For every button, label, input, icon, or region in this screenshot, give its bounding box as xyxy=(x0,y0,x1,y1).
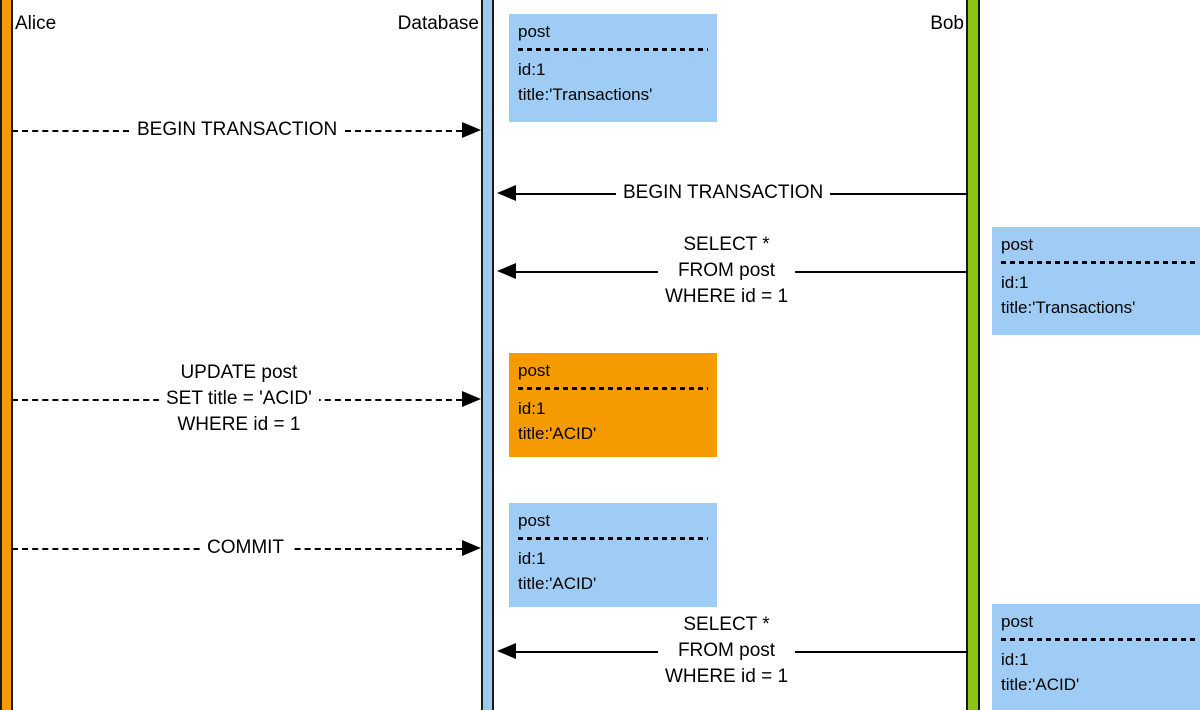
state-box-field: id:1 xyxy=(518,399,546,419)
arrowhead-left-icon xyxy=(497,185,516,201)
state-box-separator xyxy=(1001,634,1195,645)
state-box-title: post xyxy=(1001,612,1034,631)
message-label: COMMIT xyxy=(200,535,292,561)
state-box-field: title:'Transactions' xyxy=(1001,297,1136,317)
state-box-bob-read-1: post id:1 title:'Transactions' xyxy=(992,227,1200,335)
state-box-database-committed: post id:1 title:'ACID' xyxy=(509,503,717,607)
state-box-field: id:1 xyxy=(1001,273,1029,293)
message-label: UPDATE post SET title = 'ACID' WHERE id … xyxy=(159,360,319,438)
state-box-title: post xyxy=(1001,235,1034,254)
state-box-field: title:'Transactions' xyxy=(518,84,653,104)
message-label: SELECT * FROM post WHERE id = 1 xyxy=(658,612,796,690)
actor-label-database: Database xyxy=(397,13,479,34)
lifeline-bob xyxy=(966,0,980,710)
state-box-title: post xyxy=(518,361,551,380)
state-box-field: title:'ACID' xyxy=(1001,674,1080,694)
state-box-separator xyxy=(518,533,708,544)
state-box-title: post xyxy=(518,511,551,530)
state-box-field: id:1 xyxy=(1001,650,1029,670)
arrowhead-left-icon xyxy=(497,643,516,659)
arrowhead-right-icon xyxy=(462,540,481,556)
actor-label-alice: Alice xyxy=(15,13,57,34)
message-label: BEGIN TRANSACTION xyxy=(130,117,345,143)
state-box-field: title:'ACID' xyxy=(518,573,597,593)
state-box-separator xyxy=(1001,257,1195,268)
state-box-field: id:1 xyxy=(518,60,546,80)
state-box-separator xyxy=(518,383,708,394)
state-box-field: id:1 xyxy=(518,549,546,569)
state-box-separator xyxy=(518,44,708,55)
arrowhead-right-icon xyxy=(462,122,481,138)
state-box-bob-read-2: post id:1 title:'ACID' xyxy=(992,604,1200,710)
lifeline-alice xyxy=(0,0,13,710)
state-box-title: post xyxy=(518,22,551,41)
state-box-database-initial: post id:1 title:'Transactions' xyxy=(509,14,717,122)
arrowhead-right-icon xyxy=(462,391,481,407)
state-box-database-updated: post id:1 title:'ACID' xyxy=(509,353,717,457)
lifeline-database xyxy=(481,0,494,710)
message-label: SELECT * FROM post WHERE id = 1 xyxy=(658,232,796,310)
actor-label-bob: Bob xyxy=(930,13,964,34)
arrowhead-left-icon xyxy=(497,263,516,279)
message-label: BEGIN TRANSACTION xyxy=(616,180,831,206)
state-box-field: title:'ACID' xyxy=(518,423,597,443)
